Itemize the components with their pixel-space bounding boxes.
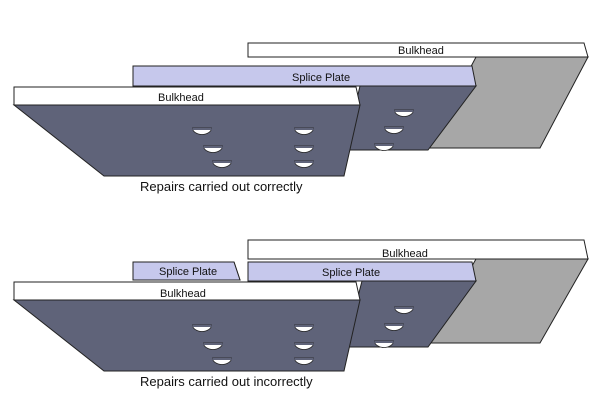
front-bulkhead-label: Bulkhead (160, 288, 206, 300)
front-bulkhead-top (13, 281, 361, 301)
caption-incorrect: Repairs carried out incorrectly (140, 374, 313, 389)
splice-plate-label: Splice Plate (292, 72, 350, 84)
front-bulkhead-label: Bulkhead (158, 92, 204, 104)
back-bulkhead-label: Bulkhead (398, 45, 444, 57)
back-bulkhead-top (247, 42, 589, 58)
splice-plate-right: Splice Plate (247, 261, 477, 348)
diagram-correct: Bulkhead Splice Plate Bulkhead (12, 42, 589, 194)
front-bulkhead: Bulkhead (12, 281, 361, 372)
diagram-incorrect: Bulkhead Splice Plate Splice Plate Bulkh… (12, 239, 589, 389)
splice-plate: Splice Plate (132, 65, 477, 151)
back-bulkhead-label: Bulkhead (382, 248, 428, 260)
splice-plate-left-top (132, 261, 241, 281)
front-bulkhead-top (13, 86, 361, 106)
front-bulkhead: Bulkhead (12, 86, 361, 177)
splice-plate-right-label: Splice Plate (322, 267, 380, 279)
splice-plate-right-top (247, 261, 477, 282)
splice-plate-left-label: Splice Plate (159, 266, 217, 278)
splice-plate-top (132, 65, 477, 87)
caption-correct: Repairs carried out correctly (140, 179, 303, 194)
back-bulkhead-top (247, 239, 589, 260)
splice-plate-left: Splice Plate (132, 261, 241, 281)
